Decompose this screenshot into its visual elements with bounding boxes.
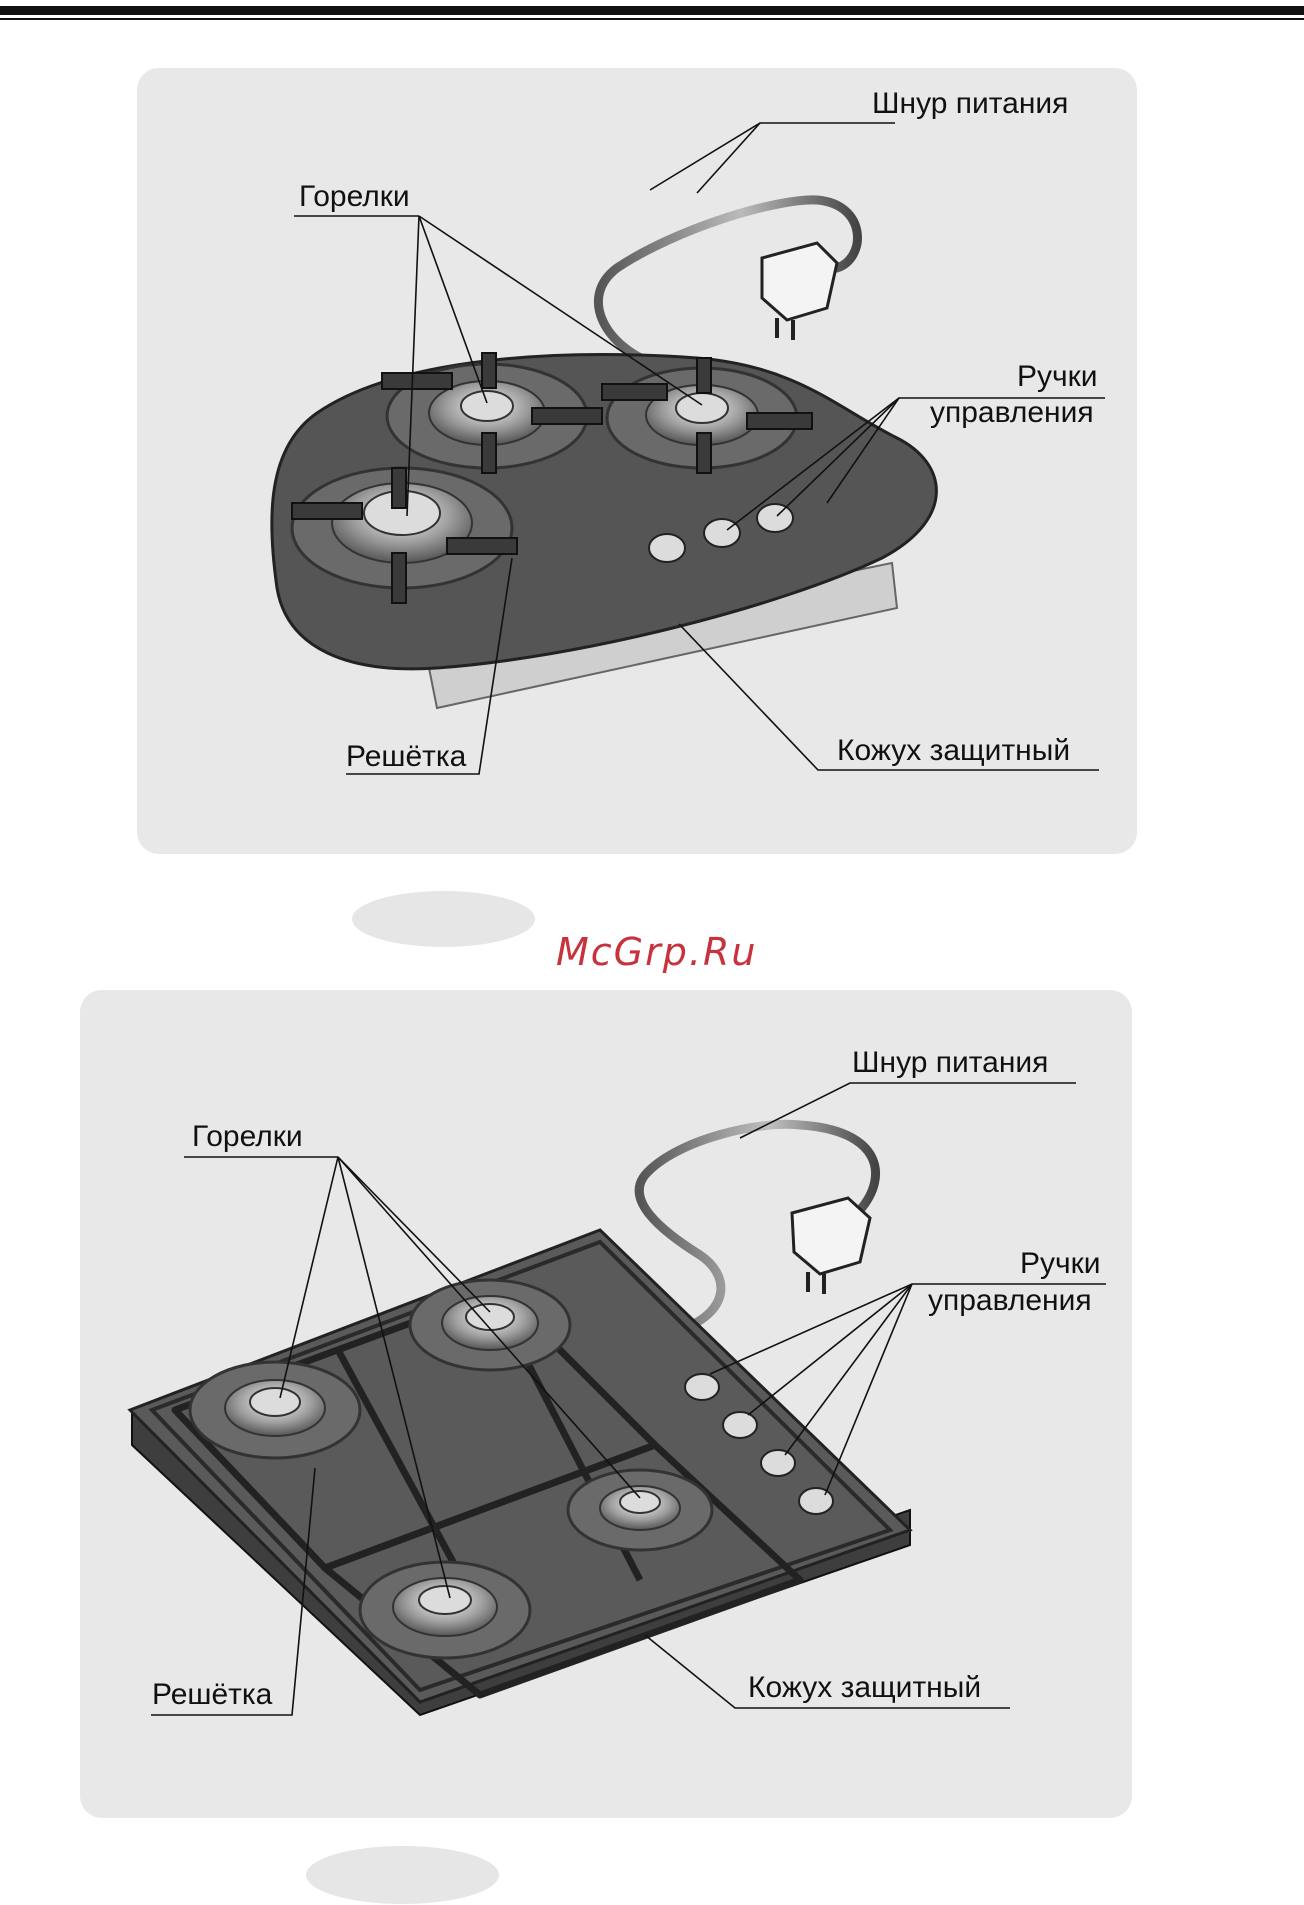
figure-2-panel: Шнур питания Горелки Ручки управления Ре…	[80, 990, 1132, 1818]
figure-2-label-power-cord: Шнур питания	[852, 1046, 1048, 1079]
figure-1-number-badge	[352, 891, 535, 947]
figure-1-label-controls-2: управления	[930, 396, 1094, 429]
figure-2-label-grate: Решётка	[152, 1678, 273, 1711]
watermark: McGrp.Ru	[556, 930, 757, 974]
figure-1-label-controls-1: Ручки	[1017, 360, 1098, 393]
figure-2-burner-front-right	[568, 1470, 712, 1550]
figure-2-diagram: Шнур питания Горелки Ручки управления Ре…	[80, 990, 1132, 1818]
figure-1-label-shield: Кожух защитный	[837, 734, 1070, 767]
figure-1-panel: Шнур питания Горелки Ручки управления Ре…	[137, 68, 1137, 854]
figure-2-label-controls-2: управления	[928, 1284, 1092, 1317]
figure-1-label-power-cord: Шнур питания	[872, 87, 1068, 120]
figure-2-burner-back-left	[190, 1362, 360, 1458]
header-rule-thick	[0, 6, 1304, 15]
figure-2-burner-back-right	[410, 1280, 570, 1370]
figure-1-diagram: Шнур питания Горелки Ручки управления Ре…	[137, 68, 1137, 854]
figure-2-number-badge	[306, 1846, 499, 1904]
figure-1-label-grate: Решётка	[346, 740, 467, 773]
figure-1-plug	[762, 243, 837, 340]
figure-2-label-shield: Кожух защитный	[748, 1671, 981, 1704]
figure-1-label-burners: Горелки	[299, 180, 410, 213]
header-rule	[0, 0, 1304, 22]
figure-2-label-burners: Горелки	[192, 1120, 303, 1153]
header-rule-thin	[0, 18, 1304, 20]
figure-2-label-controls-1: Ручки	[1020, 1247, 1101, 1280]
figure-2-plug	[792, 1198, 870, 1294]
